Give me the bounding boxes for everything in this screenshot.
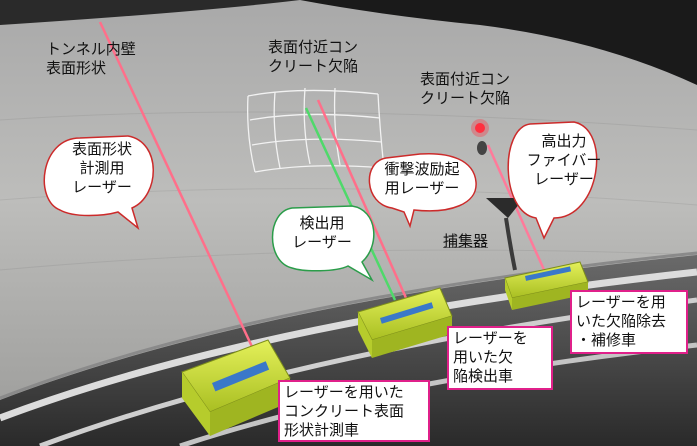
detect-vehicle (357, 287, 453, 358)
repair-vehicle (504, 261, 589, 310)
defect-debris (477, 141, 487, 155)
bubble-text-detect-laser: 検出用 レーザー (292, 214, 352, 251)
caption-measure-vehicle: レーザーを用いた コンクリート表面 形状計測車 (278, 380, 430, 442)
measure-laser-beam (98, 21, 264, 369)
fiber-laser-beam (486, 144, 547, 273)
bubble-text-fiber-laser: 高出力 ファイバー レーザー (526, 132, 602, 188)
bubble-text-shock-laser: 衝撃波励起 用レーザー (384, 160, 460, 197)
bubble-shock-laser (368, 152, 477, 229)
caption-repair-vehicle: レーザーを用 いた欠陥除去 ・補修車 (570, 290, 688, 354)
collector-funnel (486, 198, 524, 218)
tunnel-ceiling (300, 0, 697, 85)
label-collector: 捕集器 (443, 232, 489, 250)
label-surface-defect-1: 表面付近コン クリート欠陥 (268, 38, 359, 75)
label-tunnel-wall-shape: トンネル内壁 表面形状 (46, 40, 136, 77)
detect-laser-beam (304, 107, 397, 301)
shock-laser-beam (316, 99, 408, 299)
bubble-measure-laser (43, 135, 154, 231)
label-surface-defect-2: 表面付近コン クリート欠陥 (420, 70, 511, 107)
defect-mark (475, 123, 485, 133)
bubble-detect-laser (271, 205, 375, 283)
bubble-fiber-laser (507, 121, 598, 240)
bubble-text-measure-laser: 表面形状 計測用 レーザー (71, 140, 132, 196)
measure-vehicle (181, 339, 291, 436)
caption-detect-vehicle: レーザーを 用いた欠 陥検出車 (447, 326, 553, 390)
collector-hose (504, 217, 517, 271)
